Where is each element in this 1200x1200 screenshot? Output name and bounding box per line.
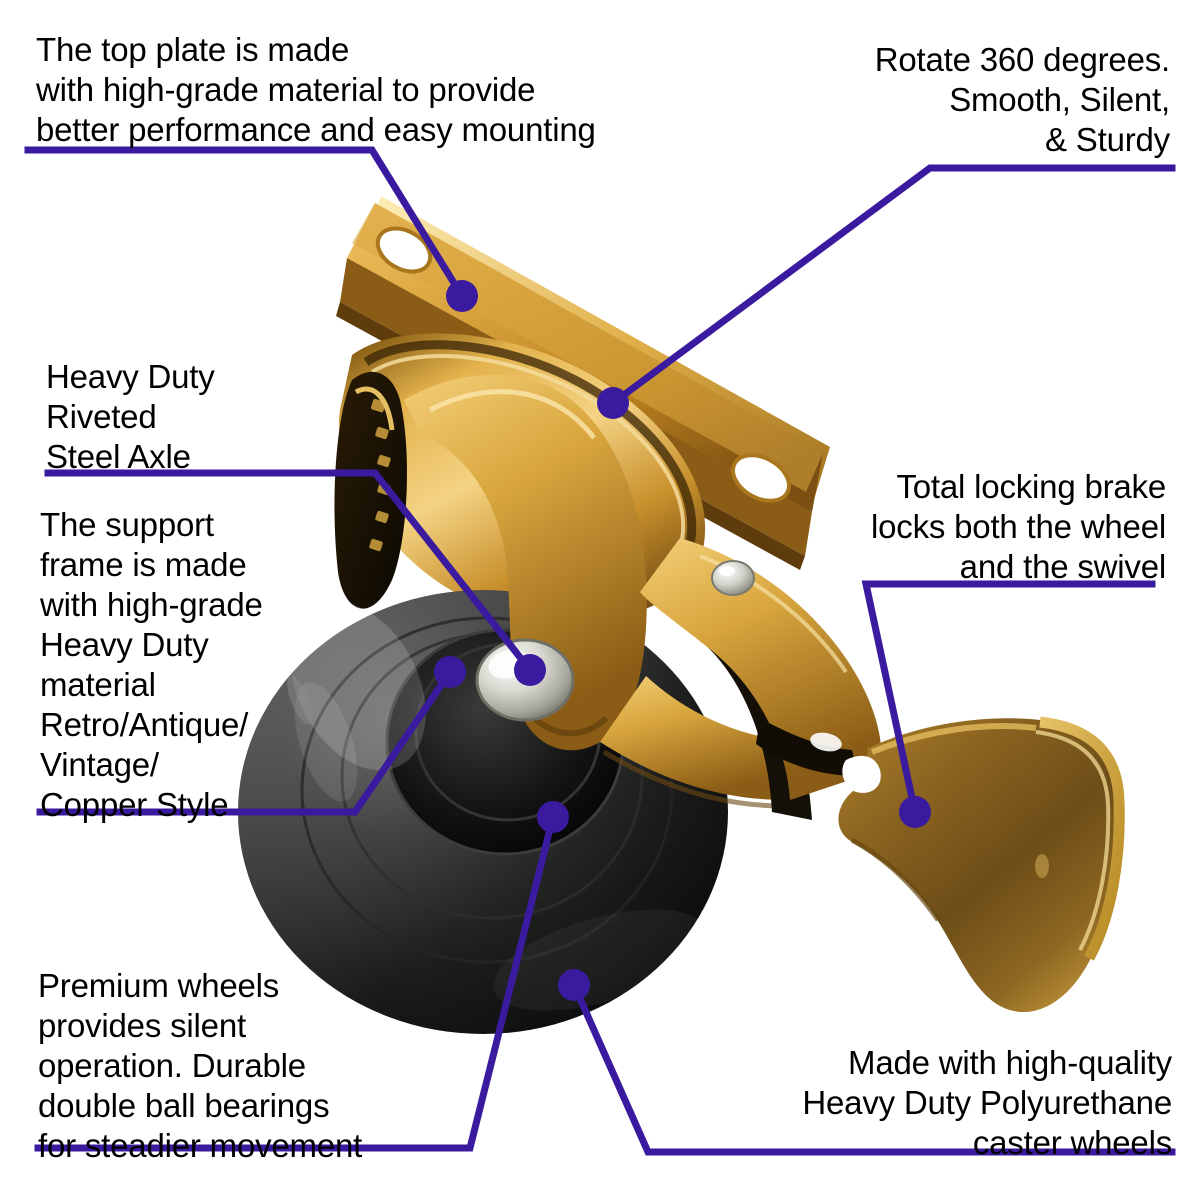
- callout-premium-wheels: Premium wheels provides silent operation…: [38, 967, 363, 1164]
- callout-locking-brake: Total locking brake locks both the wheel…: [870, 468, 1166, 585]
- support-frame-fork: [404, 374, 812, 820]
- brake-housing: [640, 538, 882, 800]
- callout-steel-axle: Heavy Duty Riveted Steel Axle: [46, 358, 215, 475]
- callout-top-plate: The top plate is made with high-grade ma…: [36, 31, 596, 148]
- brake-pedal: [838, 716, 1125, 1013]
- callout-polyurethane-wheels: Made with high-quality Heavy Duty Polyur…: [802, 1044, 1172, 1161]
- axle-rivet: [475, 638, 575, 722]
- plate-rivet: [711, 560, 755, 596]
- callout-rotate-360: Rotate 360 degrees. Smooth, Silent, & St…: [874, 41, 1170, 158]
- callout-support-frame: The support frame is made with high-grad…: [40, 506, 263, 823]
